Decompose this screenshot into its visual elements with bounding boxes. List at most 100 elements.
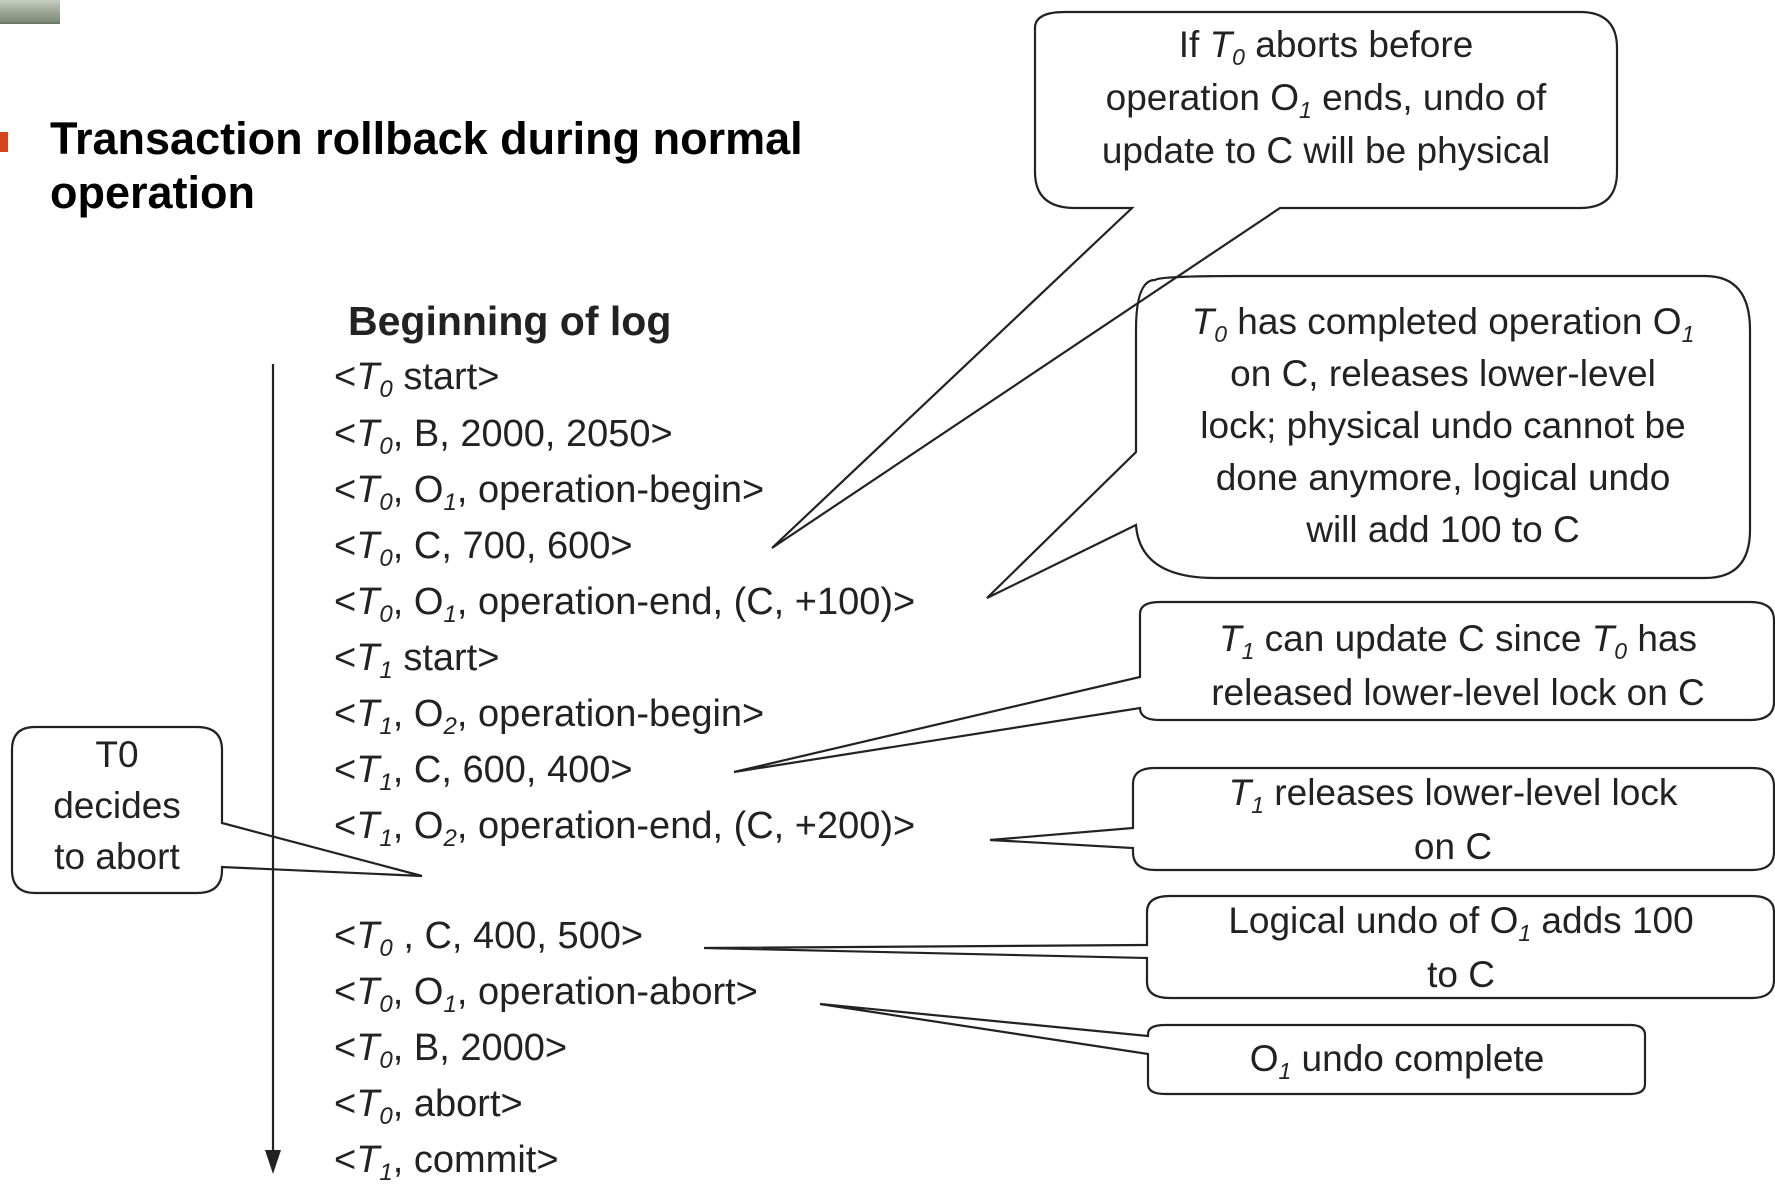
txn-name: T — [356, 1083, 380, 1125]
txn-sub: 0 — [379, 489, 393, 516]
callout-3-line-1: T1 can update C since T0 has — [1218, 618, 1698, 664]
log-entry: <T0 start> — [334, 356, 500, 403]
log-entry: <T1 start> — [334, 637, 500, 684]
callout-7-text: T0 decides to abort — [14, 729, 220, 882]
callout-1-text: If T0 aborts before operation O1 ends, u… — [1040, 18, 1612, 177]
txn-name: T — [356, 805, 380, 847]
op-prefix: , O — [392, 693, 444, 735]
log-entry-text: , abort> — [392, 1083, 523, 1125]
op-prefix: , O — [392, 469, 444, 511]
callout-2-bubble — [986, 274, 1752, 599]
callout-2-line-2: on C, releases lower-level — [1230, 353, 1656, 394]
txn-name: T — [356, 1139, 380, 1181]
log-entry-text: , C, 400, 500> — [392, 915, 644, 957]
txn-sub: 1 — [379, 1159, 393, 1186]
op-sub: 2 — [443, 825, 457, 852]
callout-7-bubble — [10, 725, 423, 895]
heading-line-2: operation — [50, 167, 256, 218]
log-entry: <T0, O1, operation-end, (C, +100)> — [334, 581, 916, 628]
callout-1-line-2: operation O1 ends, undo of — [1105, 77, 1547, 123]
log-entry-text: , C, 600, 400> — [392, 749, 633, 791]
log-entry-text: , operation-end, (C, +200)> — [456, 805, 916, 847]
log-entry: <T0, abort> — [334, 1083, 523, 1130]
log-entry: <T0 , C, 400, 500> — [334, 915, 644, 962]
log-entry: <T1, C, 600, 400> — [334, 749, 633, 796]
callout-5-line-2: to C — [1427, 954, 1495, 995]
heading-line-1: Transaction rollback during normal — [50, 113, 803, 164]
callout-1-line-1: If T0 aborts before — [1178, 24, 1474, 70]
time-axis-arrowhead — [265, 1150, 281, 1174]
log-entry: <T1, O2, operation-begin> — [334, 693, 765, 740]
txn-name: T — [356, 637, 380, 679]
slide-thumbnail-image — [0, 0, 60, 24]
log-entry-text: start> — [392, 637, 500, 679]
log-entry: <T0, C, 700, 600> — [334, 525, 633, 572]
callout-2-line-1: T0 has completed operation O1 — [1191, 301, 1695, 347]
callout-6-text: O1 undo complete — [1150, 1032, 1644, 1085]
log-entry: <T1, commit> — [334, 1139, 559, 1186]
callout-2-line-3: lock; physical undo cannot be — [1200, 405, 1686, 446]
txn-sub: 0 — [379, 991, 393, 1018]
txn-sub: 0 — [379, 1047, 393, 1074]
txn-name: T — [356, 693, 380, 735]
log-title: Beginning of log — [348, 298, 672, 344]
log-entry: <T0, B, 2000> — [334, 1027, 568, 1074]
callout-2-line-5: will add 100 to C — [1306, 509, 1580, 550]
op-sub: 1 — [443, 601, 457, 628]
log-entry-text: , operation-begin> — [456, 693, 765, 735]
callout-1-line-3: update to C will be physical — [1101, 130, 1551, 171]
txn-sub: 1 — [379, 825, 393, 852]
txn-sub: 0 — [379, 545, 393, 572]
txn-sub: 0 — [379, 935, 393, 962]
txn-name: T — [356, 971, 380, 1013]
callout-5-text: Logical undo of O1 adds 100 to C — [1150, 894, 1772, 1002]
callout-4-line-2: on C — [1413, 826, 1493, 867]
callout-3-bubble — [733, 600, 1775, 774]
txn-name: T — [356, 356, 380, 398]
log-entry-text: , B, 2000> — [392, 1027, 568, 1069]
txn-name: T — [356, 525, 380, 567]
callout-5-line-1: Logical undo of O1 adds 100 — [1228, 900, 1694, 946]
txn-sub: 0 — [379, 433, 393, 460]
op-prefix: , O — [392, 805, 444, 847]
callout-7-line-1: T0 — [95, 734, 139, 775]
callout-2-text: T0 has completed operation O1 on C, rele… — [1140, 296, 1746, 556]
log-entry-text: , C, 700, 600> — [392, 525, 633, 567]
txn-sub: 0 — [379, 376, 393, 403]
op-sub: 2 — [443, 713, 457, 740]
callout-4-bubble — [989, 766, 1775, 872]
op-prefix: , O — [392, 971, 444, 1013]
txn-name: T — [356, 1027, 380, 1069]
log-entry: <T0, B, 2000, 2050> — [334, 413, 673, 460]
callout-1-bubble — [771, 10, 1619, 549]
log-entry-text: , commit> — [392, 1139, 559, 1181]
callout-4-line-1: T1 releases lower-level lock — [1228, 772, 1678, 818]
callout-4-text: T1 releases lower-level lock on C — [1135, 766, 1771, 874]
callout-7-line-2: decides — [53, 785, 181, 826]
txn-name: T — [356, 915, 380, 957]
callout-5-bubble — [703, 894, 1775, 1000]
log-entry: <T1, O2, operation-end, (C, +200)> — [334, 805, 916, 852]
txn-name: T — [356, 581, 380, 623]
txn-sub: 1 — [379, 769, 393, 796]
slide-heading: Transaction rollback during normal opera… — [50, 112, 910, 220]
callout-6-bubble — [819, 1002, 1647, 1096]
callout-2-line-4: done anymore, logical undo — [1215, 457, 1671, 498]
log-entry-text: , B, 2000, 2050> — [392, 413, 673, 455]
txn-name: T — [356, 413, 380, 455]
op-sub: 1 — [443, 489, 457, 516]
op-sub: 1 — [443, 991, 457, 1018]
log-entry: <T0, O1, operation-abort> — [334, 971, 758, 1018]
callout-3-line-2: released lower-level lock on C — [1211, 672, 1705, 713]
log-entry-text: start> — [392, 356, 500, 398]
op-prefix: , O — [392, 581, 444, 623]
txn-name: T — [356, 749, 380, 791]
log-entry-text: , operation-end, (C, +100)> — [456, 581, 916, 623]
bullet-marker — [0, 132, 8, 152]
callout-3-text: T1 can update C since T0 has released lo… — [1142, 612, 1774, 720]
log-entry-text: , operation-begin> — [456, 469, 765, 511]
txn-sub: 0 — [379, 1103, 393, 1130]
txn-sub: 0 — [379, 601, 393, 628]
log-entry-text: , operation-abort> — [456, 971, 758, 1013]
